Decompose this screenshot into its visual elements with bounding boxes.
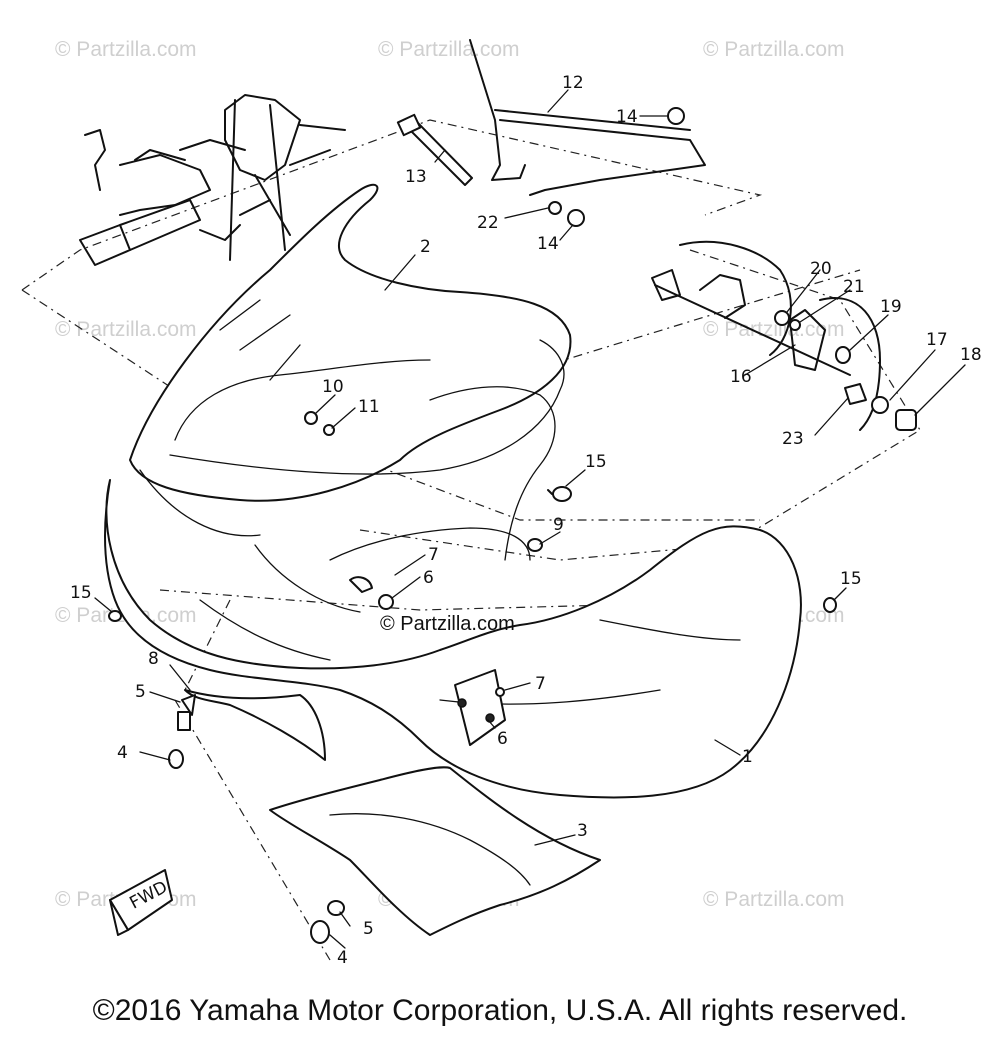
callout-15-top: 15 [585, 452, 607, 472]
callout-17: 17 [926, 330, 948, 350]
callout-18: 18 [960, 345, 982, 365]
callout-4-bottom: 4 [337, 948, 348, 968]
copyright-notice: ©2016 Yamaha Motor Corporation, U.S.A. A… [92, 994, 908, 1027]
windshield [129, 183, 572, 502]
watermark-mid-left: © Partzilla.com [55, 318, 197, 341]
callout-21: 21 [843, 277, 865, 297]
callout-5-left: 5 [135, 682, 146, 702]
leader-lines [94, 89, 966, 949]
fwd-arrow-icon: FWD [109, 869, 173, 936]
hardware [108, 107, 917, 944]
callout-20: 20 [810, 259, 832, 279]
watermark-bottom-right: © Partzilla.com [703, 888, 845, 911]
callout-8: 8 [148, 649, 159, 669]
callout-9: 9 [553, 515, 564, 535]
callout-22: 22 [477, 213, 499, 233]
callout-16: 16 [730, 367, 752, 387]
callout-7-left: 7 [428, 545, 439, 565]
callout-12: 12 [562, 73, 584, 93]
watermark-top-right: © Partzilla.com [703, 38, 845, 61]
callout-4-left: 4 [117, 743, 128, 763]
callout-14-mid: 14 [537, 234, 559, 254]
callout-6-left: 6 [423, 568, 434, 588]
callout-5-bottom: 5 [363, 919, 374, 939]
callout-3: 3 [577, 821, 588, 841]
callout-labels: 1 2 3 4 4 5 5 6 6 7 7 8 9 10 11 12 13 14… [70, 73, 982, 968]
callout-15-right: 15 [840, 569, 862, 589]
callout-2: 2 [420, 237, 431, 257]
callout-15-left: 15 [70, 583, 92, 603]
callout-23: 23 [782, 429, 804, 449]
fairing-cowl [104, 339, 802, 799]
callout-14-top: 14 [616, 107, 638, 127]
center-watermark: © Partzilla.com [380, 613, 515, 635]
watermark-top-left: © Partzilla.com [55, 38, 197, 61]
lower-panel-left [184, 689, 326, 761]
mounting-bracket [469, 39, 706, 196]
frame-headstock [79, 94, 346, 266]
callout-6-right: 6 [497, 729, 508, 749]
callout-7-right: 7 [535, 674, 546, 694]
callout-19: 19 [880, 297, 902, 317]
callout-11: 11 [358, 397, 380, 417]
under-cowl [269, 766, 601, 936]
watermark-top-center: © Partzilla.com [378, 38, 520, 61]
stay-assembly [651, 240, 881, 431]
callout-10: 10 [322, 377, 344, 397]
callout-13: 13 [405, 167, 427, 187]
callout-1: 1 [742, 747, 753, 767]
